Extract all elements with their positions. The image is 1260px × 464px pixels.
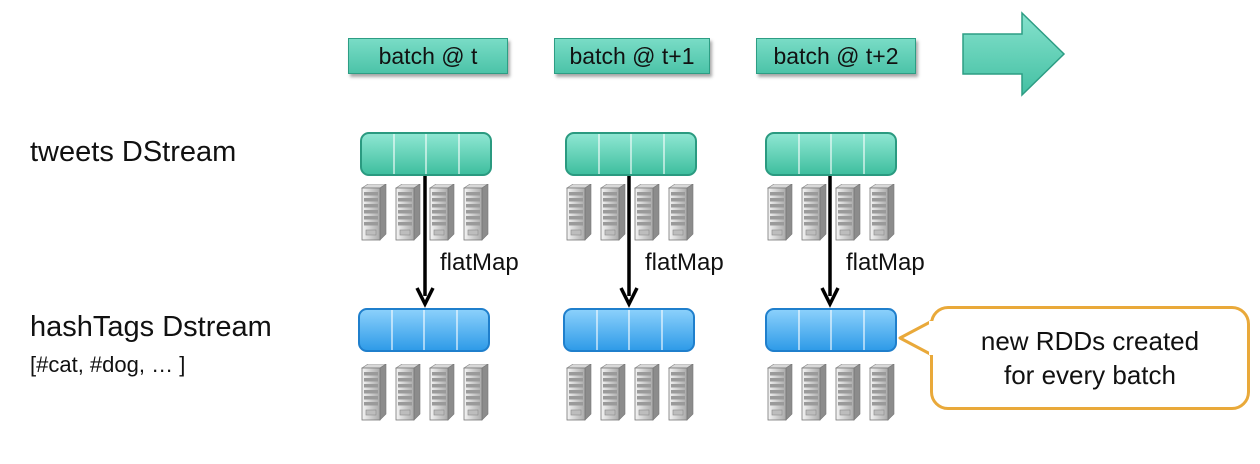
server-icon: [361, 364, 387, 421]
server-icon: [566, 184, 592, 241]
server-icon: [767, 184, 793, 241]
server-icon: [395, 184, 421, 241]
callout-line2: for every batch: [1004, 360, 1176, 390]
callout-box: new RDDs created for every batch: [930, 306, 1250, 410]
flatmap-arrow-icon: [820, 176, 840, 308]
server-cluster-icon: [566, 364, 694, 421]
server-cluster-icon: [566, 184, 694, 241]
flatmap-label: flatMap: [846, 249, 925, 276]
server-icon: [801, 184, 827, 241]
server-icon: [869, 184, 895, 241]
server-icon: [668, 364, 694, 421]
tweets-rdd-t: [360, 132, 492, 176]
server-icon: [801, 364, 827, 421]
server-icon: [463, 184, 489, 241]
tweets-dstream-label: tweets DStream: [30, 136, 237, 168]
server-cluster-icon: [767, 364, 895, 421]
tweets-rdd-t2: [765, 132, 897, 176]
server-icon: [600, 364, 626, 421]
server-icon: [429, 184, 455, 241]
flatmap-label: flatMap: [645, 249, 724, 276]
server-icon: [566, 364, 592, 421]
tweets-rdd-t1: [565, 132, 697, 176]
hashtags-dstream-label: hashTags Dstream: [30, 311, 272, 343]
hashtags-rdd-t2: [765, 308, 897, 352]
server-icon: [835, 184, 861, 241]
server-icon: [767, 364, 793, 421]
server-icon: [634, 184, 660, 241]
server-icon: [869, 364, 895, 421]
hashtags-example-label: [#cat, #dog, … ]: [30, 352, 186, 377]
server-icon: [835, 364, 861, 421]
flatmap-label: flatMap: [440, 249, 519, 276]
flatmap-arrow-icon: [415, 176, 435, 308]
batch-label-t1: batch @ t+1: [554, 38, 710, 74]
time-arrow-icon: [962, 11, 1066, 97]
server-cluster-icon: [361, 364, 489, 421]
server-icon: [600, 184, 626, 241]
server-icon: [395, 364, 421, 421]
server-icon: [361, 184, 387, 241]
callout-pointer-join: [929, 321, 934, 355]
batch-label-t: batch @ t: [348, 38, 508, 74]
server-icon: [429, 364, 455, 421]
server-icon: [463, 364, 489, 421]
callout-line1: new RDDs created: [980, 326, 1200, 356]
flatmap-arrow-icon: [619, 176, 639, 308]
server-cluster-icon: [361, 184, 489, 241]
server-cluster-icon: [767, 184, 895, 241]
batch-label-t2: batch @ t+2: [756, 38, 916, 74]
hashtags-rdd-t1: [563, 308, 695, 352]
server-icon: [668, 184, 694, 241]
server-icon: [634, 364, 660, 421]
hashtags-rdd-t: [358, 308, 490, 352]
